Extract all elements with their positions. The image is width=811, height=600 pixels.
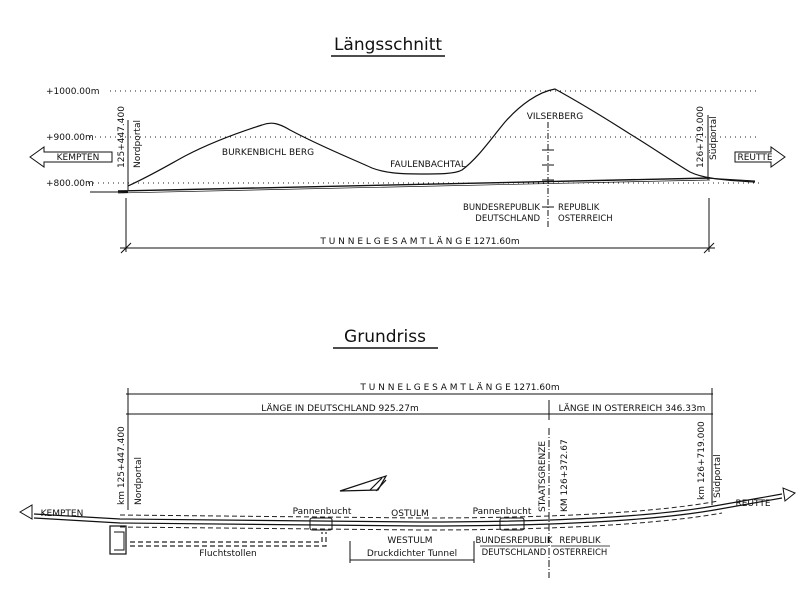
mountain-burkenbichl: BURKENBICHL BERG xyxy=(222,148,314,158)
profile-country-de-1: BUNDESREPUBLIK xyxy=(463,203,540,213)
tunnel-grade-line-lower xyxy=(117,179,711,194)
direction-kempten: KEMPTEN xyxy=(57,153,100,163)
south-portal-label: Südportal xyxy=(709,116,719,160)
plan-country-at-2: OSTERREICH xyxy=(553,548,608,558)
south-portal-km: 126+719.000 xyxy=(696,106,706,168)
elevation-label-800: +800.00m xyxy=(46,179,94,189)
north-arrow-icon xyxy=(339,474,388,492)
north-portal-km: 125+447.400 xyxy=(117,106,127,168)
plan-south-portal-km: km 126+719.000 xyxy=(697,421,707,500)
plan-country-de-1: BUNDESREPUBLIK xyxy=(476,536,553,546)
plan-border-label: STAATSGRENZE xyxy=(538,441,548,512)
plan-total-length: T U N N E L G E S A M T L Ä N G E 1271.6… xyxy=(359,382,559,393)
north-portal-building xyxy=(109,525,127,555)
north-arrow-hatch xyxy=(369,477,387,492)
label-ostulm: OSTULM xyxy=(391,509,429,519)
plan-border-km: KM 126+372.67 xyxy=(560,439,570,512)
bay-label-2: Pannenbucht xyxy=(473,507,532,517)
label-pressure-tunnel: Druckdichter Tunnel xyxy=(367,549,457,559)
plan-direction-reutte: REUTTE xyxy=(735,499,770,509)
plan-north-portal-km: km 125+447.400 xyxy=(117,426,127,505)
plan-country-at-1: REPUBLIK xyxy=(559,536,601,546)
north-portal-detail xyxy=(114,531,125,551)
escape-gallery-line xyxy=(130,532,323,543)
plan-length-at: LÄNGE IN OSTERREICH 346.33m xyxy=(559,403,706,414)
label-escape-gallery: Fluchtstollen xyxy=(199,549,257,559)
elevation-label-1000: +1000.00m xyxy=(46,87,100,97)
dimension-tick xyxy=(703,242,715,254)
mountain-vilserberg: VILSERBERG xyxy=(527,112,584,122)
alignment-outline-dashed xyxy=(119,500,719,519)
approach-line-right xyxy=(704,177,756,182)
arrow-left-icon xyxy=(29,146,113,168)
breakdown-bay-2 xyxy=(499,517,525,531)
plan-arrow-right-icon xyxy=(782,487,796,502)
profile-country-de-2: DEUTSCHLAND xyxy=(475,214,540,224)
plan-title: Grundriss xyxy=(344,327,426,347)
alignment-track-1 xyxy=(33,493,783,523)
plan-north-portal-label: Nordportal xyxy=(134,457,144,505)
arrow-right-icon xyxy=(734,146,786,168)
elevation-label-900: +900.00m xyxy=(46,133,94,143)
plan-length-de: LÄNGE IN DEUTSCHLAND 925.27m xyxy=(261,403,419,414)
plan-arrow-left-icon xyxy=(19,504,33,520)
escape-gallery-line xyxy=(130,532,327,547)
bay-label-1: Pannenbucht xyxy=(293,507,352,517)
direction-reutte: REUTTE xyxy=(737,153,772,163)
dimension-tick xyxy=(120,242,132,254)
tunnel-grade-line xyxy=(117,177,711,192)
plan-south-portal-label: Südportal xyxy=(713,454,723,498)
terrain-profile xyxy=(127,88,756,187)
breakdown-bay-1 xyxy=(309,517,333,531)
profile-country-at-2: OSTERREICH xyxy=(558,214,613,224)
plan-direction-kempten: KEMPTEN xyxy=(41,509,84,519)
north-portal-label: Nordportal xyxy=(133,120,143,168)
profile-country-at-1: REPUBLIK xyxy=(558,203,600,213)
plan-country-de-2: DEUTSCHLAND xyxy=(482,548,547,558)
profile-total-length: T U N N E L G E S A M T L Ä N G E 1271.6… xyxy=(319,236,519,247)
label-westulm: WESTULM xyxy=(387,536,432,546)
alignment-track-2 xyxy=(33,497,783,527)
profile-title: Längsschnitt xyxy=(334,35,442,55)
valley-faulenbachtal: FAULENBACHTAL xyxy=(390,160,466,170)
